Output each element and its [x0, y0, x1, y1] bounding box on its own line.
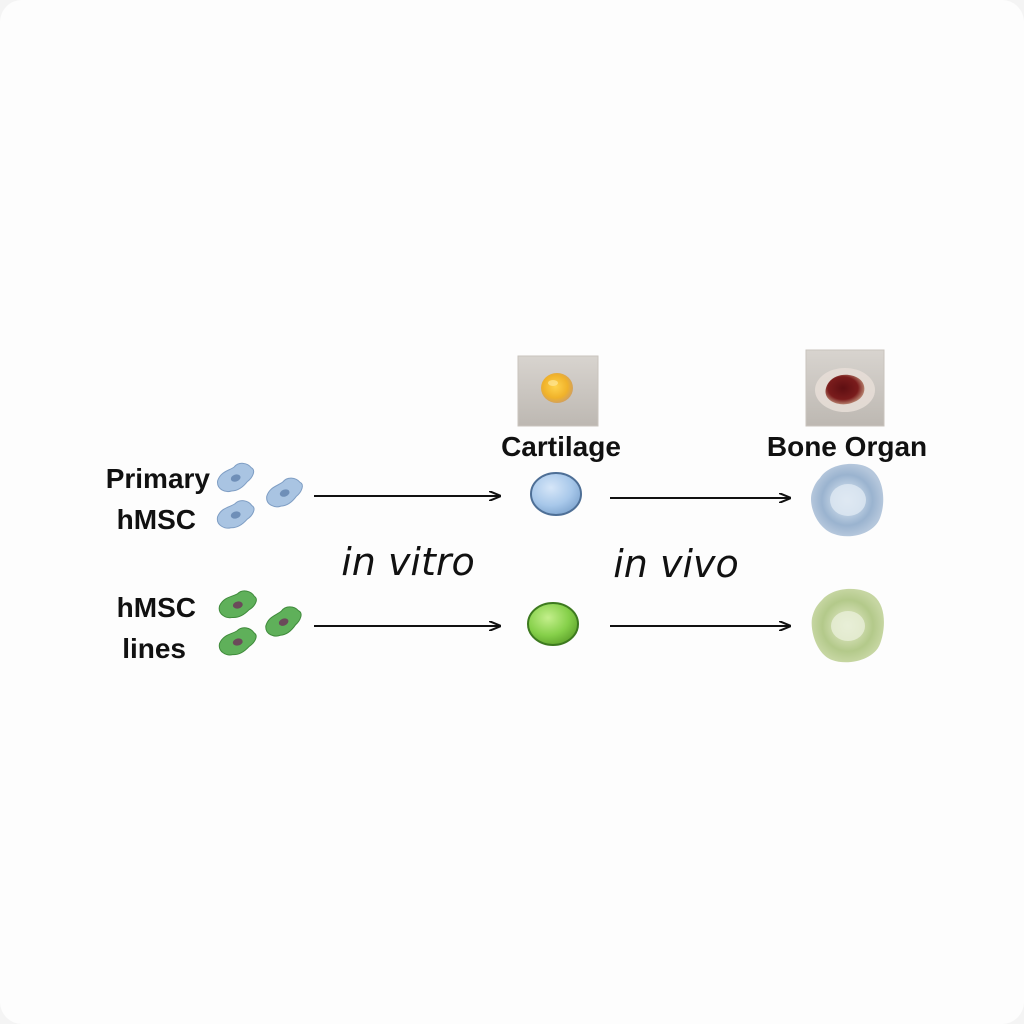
- cartilage-pellet-primary: [530, 472, 582, 516]
- line-cell-icon: [218, 627, 257, 656]
- row-label-lines-line1: hMSC: [116, 592, 196, 623]
- process-label-in-vitro: in vitro: [341, 540, 475, 584]
- line-cell-icon: [218, 590, 257, 619]
- bone-organ-photo: [805, 349, 885, 427]
- primary-cell-icon: [216, 500, 255, 529]
- process-label-in-vivo: in vivo: [613, 542, 739, 586]
- primary-hmsc-cells: [216, 462, 303, 529]
- stage-label-bone-organ: Bone Organ: [766, 431, 928, 462]
- primary-cell-icon: [266, 477, 303, 508]
- line-cell-icon: [265, 606, 302, 637]
- stage-label-cartilage: Cartilage: [501, 431, 621, 462]
- primary-cell-icon: [217, 462, 255, 492]
- cartilage-pellet-line: [527, 602, 579, 646]
- hmsc-line-cells: [218, 590, 302, 656]
- row-label-primary-line2: hMSC: [116, 504, 196, 535]
- bone-section-line: [811, 588, 884, 663]
- row-label-primary-line1: Primary: [105, 463, 210, 494]
- bone-section-primary: [810, 463, 884, 537]
- cartilage-photo: [517, 355, 599, 427]
- row-label-lines-line2: lines: [122, 633, 186, 664]
